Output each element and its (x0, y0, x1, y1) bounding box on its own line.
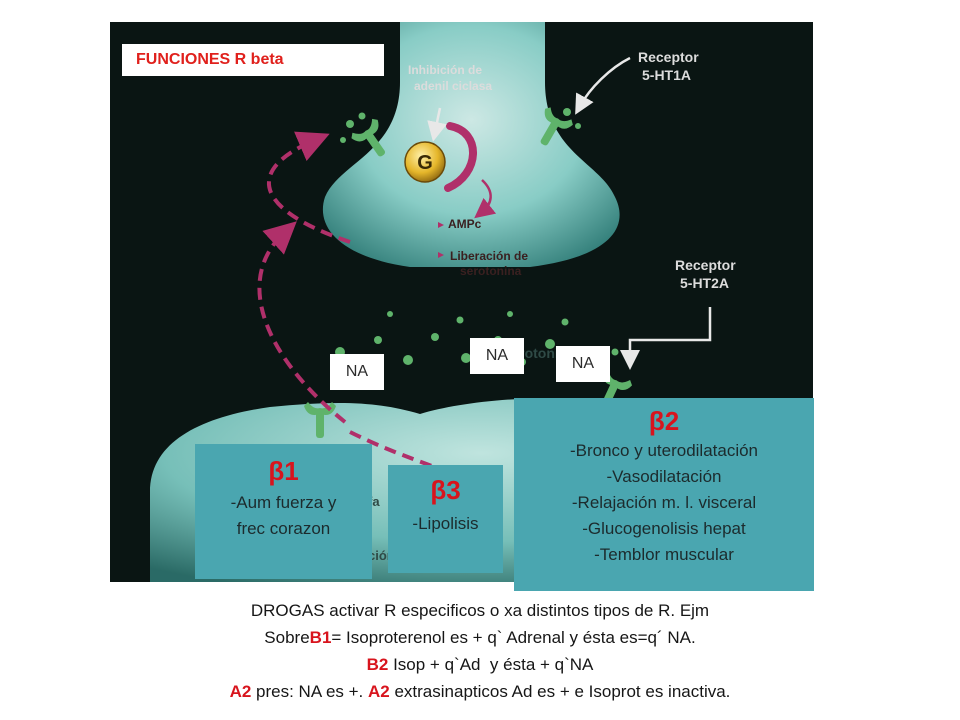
caption-text: extrasinapticos Ad es + e Isoprot es ina… (389, 682, 731, 701)
beta1-box: β1 -Aum fuerza y frec corazon (195, 444, 372, 579)
receptor-pointer-arrow (575, 56, 631, 115)
caption-line: A2 pres: NA es +. A2 extrasinapticos Ad … (40, 678, 920, 705)
receptor-5ht2a-label: Receptor (675, 257, 736, 273)
beta2-effect: -Relajación m. l. visceral (571, 493, 757, 512)
ampc-label: AMPc (448, 217, 482, 231)
beta1-heading: β1 (268, 456, 299, 486)
release-label: Liberación de (450, 249, 528, 263)
na-label: NA (470, 338, 524, 374)
feedback-arrow (267, 131, 351, 244)
slide-title: FUNCIONES R beta (122, 44, 384, 76)
caption: DROGAS activar R especificos o xa distin… (40, 597, 920, 705)
beta2-effect: -Temblor muscular (594, 545, 734, 564)
receptor-pointer-arrow (620, 307, 712, 370)
beta2-effect: -Vasodilatación (606, 467, 722, 486)
beta2-heading: β2 (648, 406, 680, 436)
beta3-effect: -Lipolisis (412, 514, 479, 533)
beta3-box: β3 -Lipolisis (388, 465, 503, 573)
g-protein-icon (404, 141, 446, 183)
inhibition-label: Inhibición de (408, 63, 482, 77)
caption-line: DROGAS activar R especificos o xa distin… (250, 601, 710, 620)
beta2-effect: -Glucogenolisis hepat (582, 519, 746, 538)
inhibition-label: adenil ciclasa (414, 79, 492, 93)
caption-highlight: B2 (366, 655, 389, 674)
na-label: NA (556, 346, 610, 382)
caption-text: pres: NA es +. (251, 682, 369, 701)
release-arrow (257, 221, 347, 424)
caption-text: Isop + q`Ad y ésta + q`NA (388, 655, 594, 674)
beta3-heading: β3 (430, 475, 461, 505)
caption-highlight: A2 (368, 682, 390, 701)
g-protein-label: G (417, 152, 433, 174)
caption-text: = Isoproterenol es + q` Adrenal y ésta e… (331, 628, 696, 647)
beta2-box: β2 -Bronco y uterodilatación -Vasodilata… (514, 398, 814, 591)
receptor-5ht2a-label: 5-HT2A (680, 275, 729, 291)
caption-highlight: B1 (309, 628, 332, 647)
caption-highlight: A2 (229, 682, 252, 701)
receptor-5ht1a-label: Receptor (638, 49, 699, 65)
caption-line: SobreB1= Isoproterenol es + q` Adrenal y… (40, 624, 920, 651)
caption-line: B2 Isop + q`Ad y ésta + q`NA (40, 651, 920, 678)
beta1-effect: -Aum fuerza y (230, 493, 337, 512)
beta2-effect: -Bronco y uterodilatación (569, 441, 759, 460)
caption-text: Sobre (264, 628, 310, 647)
beta1-effect: frec corazon (236, 519, 331, 538)
na-label: NA (330, 354, 384, 390)
release-label: serotonina (460, 264, 522, 278)
receptor-5ht1a-label: 5-HT1A (642, 67, 691, 83)
